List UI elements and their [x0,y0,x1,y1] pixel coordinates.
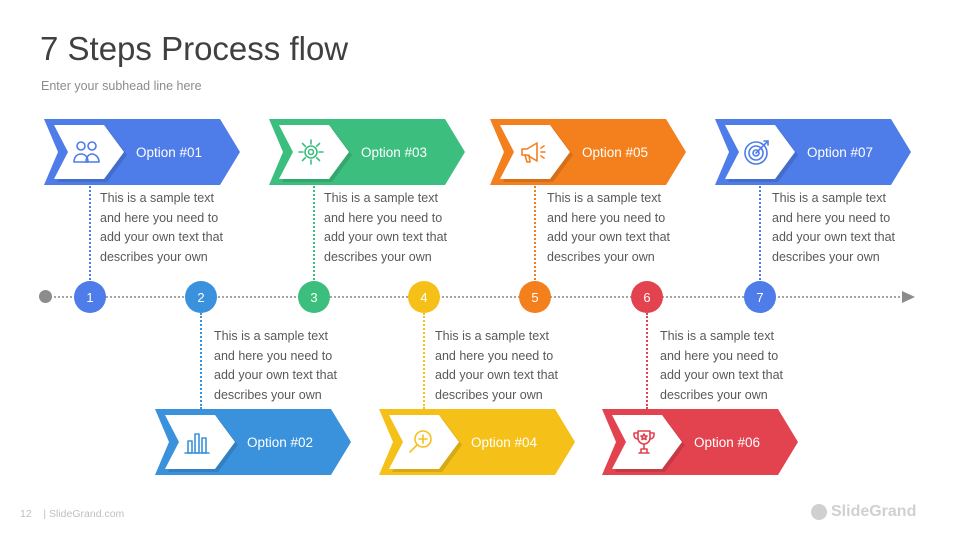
brand-logo: SlideGrand [811,503,916,521]
step-7-description: This is a sample text and here you need t… [772,189,912,267]
description-line: add your own text that [100,230,223,244]
step-5-label: Option #05 [582,144,649,160]
step-6-description: This is a sample text and here you need t… [660,327,800,405]
description-line: and here you need to [547,210,666,225]
step-5-connector [534,183,536,283]
footer-source: | SlideGrand.com [43,508,125,520]
footer-page-info: 12 | SlideGrand.com [20,508,124,520]
description-line: This is a sample text [435,329,549,343]
users-icon [73,141,100,163]
description-line: add your own text that [214,368,337,382]
step-1-connector [89,183,91,283]
description-line: and here you need to [324,210,443,225]
brand-mark-icon [811,504,827,520]
timeline-axis [46,296,904,298]
description-line: add your own text that [435,368,558,382]
description-line: This is a sample text [214,329,328,343]
description-line: and here you need to [772,210,891,225]
step-7-node: 7 [744,281,776,313]
step-4-description: This is a sample text and here you need t… [435,327,575,405]
step-7-banner: Option #07 [715,119,911,185]
step-1-banner: Option #01 [44,119,240,185]
description-line: This is a sample text [324,191,438,205]
description-line: add your own text that [772,230,895,244]
step-4-chevron-shape [379,409,575,475]
description-line: This is a sample text [100,191,214,205]
description-line: add your own text that [660,368,783,382]
step-6-connector [646,313,648,409]
description-line: describes your own [324,249,432,264]
description-line: This is a sample text [660,329,774,343]
description-line: and here you need to [435,348,554,363]
step-5-banner: Option #05 [490,119,686,185]
description-line: describes your own [214,387,322,402]
step-2-label: Option #02 [247,434,314,450]
step-1-label: Option #01 [136,144,203,160]
step-6-node: 6 [631,281,663,313]
description-line: describes your own [435,387,543,402]
step-2-chevron-shape [155,409,351,475]
step-3-connector [313,183,315,283]
bar-chart-icon [184,433,210,454]
step-5-chevron-shape [490,119,686,185]
step-2-banner: Option #02 [155,409,351,475]
step-6-chevron-shape [602,409,798,475]
step-6-label: Option #06 [694,434,761,450]
trophy-icon [633,430,655,454]
step-2-node: 2 [185,281,217,313]
description-line: add your own text that [324,230,447,244]
description-line: This is a sample text [547,191,661,205]
magnifier-icon [409,430,432,453]
timeline-start-dot [39,290,52,303]
step-4-banner: Option #04 [379,409,575,475]
step-6-banner: Option #06 [602,409,798,475]
description-line: This is a sample text [772,191,886,205]
step-4-label: Option #04 [471,434,538,450]
step-5-description: This is a sample text and here you need t… [547,189,687,267]
description-line: describes your own [547,249,655,264]
step-5-node: 5 [519,281,551,313]
brand-name: SlideGrand [831,503,917,520]
description-line: describes your own [100,249,208,264]
description-line: and here you need to [214,348,333,363]
step-3-label: Option #03 [361,144,428,160]
page-title: 7 Steps Process flow [40,30,349,67]
step-1-node: 1 [74,281,106,313]
step-3-banner: Option #03 [269,119,465,185]
step-2-connector [200,313,202,409]
step-1-chevron-shape [44,119,240,185]
step-7-label: Option #07 [807,144,874,160]
description-line: add your own text that [547,230,670,244]
step-4-node: 4 [408,281,440,313]
page-number: 12 [20,508,32,520]
description-line: and here you need to [660,348,779,363]
step-3-description: This is a sample text and here you need t… [324,189,464,267]
description-line: and here you need to [100,210,219,225]
gear-icon [298,139,324,165]
megaphone-icon [521,142,546,163]
page-subtitle: Enter your subhead line here [41,79,202,93]
step-4-connector [423,313,425,409]
description-line: describes your own [772,249,880,264]
description-line: describes your own [660,387,768,402]
target-icon [744,140,769,165]
timeline-arrow-head [902,291,915,303]
step-7-connector [759,183,761,283]
step-2-description: This is a sample text and here you need t… [214,327,354,405]
step-3-node: 3 [298,281,330,313]
step-1-description: This is a sample text and here you need t… [100,189,240,267]
